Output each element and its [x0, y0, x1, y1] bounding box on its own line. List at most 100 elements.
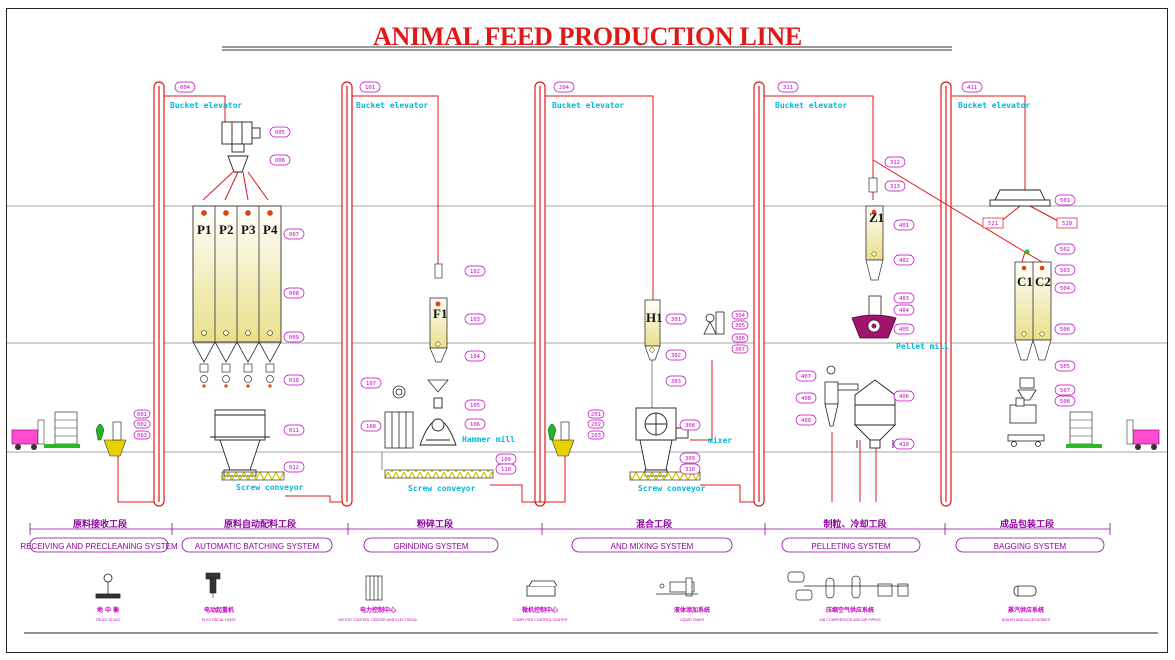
tag-507: 507 [1054, 384, 1076, 396]
utility-electrical-hoist: 电动起重机 ELECTRICAL HOIST [202, 606, 237, 622]
svg-text:BAGGING SYSTEM: BAGGING SYSTEM [994, 542, 1067, 551]
tag-307: 307 [731, 344, 749, 354]
batching-bins: P1 P2 P3 P4 [192, 205, 282, 388]
svg-text:BOILER AND ACCESSORIES: BOILER AND ACCESSORIES [1002, 618, 1051, 622]
tag-308: 308 [679, 419, 701, 431]
tag-409: 409 [795, 414, 817, 426]
label-screw-1: Screw conveyor [236, 483, 304, 492]
tag-108: 108 [360, 420, 382, 432]
tag-006: 006 [269, 154, 291, 166]
tag-003: 003 [133, 430, 151, 440]
label-hammer-mill: Hammer mill [462, 434, 515, 444]
pipes [117, 95, 1061, 503]
tag-301: 301 [665, 313, 687, 325]
svg-text:311: 311 [783, 85, 793, 91]
tag-520: 520 [1056, 217, 1078, 229]
mixer-machine [635, 407, 689, 477]
svg-text:粉碎工段: 粉碎工段 [417, 518, 454, 530]
bin-label-p1: P1 [197, 222, 211, 237]
svg-text:007: 007 [289, 232, 299, 238]
svg-text:409: 409 [801, 418, 811, 424]
label-elevator-5: Bucket elevator [958, 101, 1030, 110]
svg-text:Screw conveyor: Screw conveyor [638, 484, 706, 493]
tag-303: 303 [665, 375, 687, 387]
svg-text:503: 503 [1060, 268, 1070, 274]
svg-text:313: 313 [890, 184, 900, 190]
svg-text:408: 408 [801, 396, 811, 402]
svg-text:P4: P4 [263, 222, 278, 237]
elevator-5 [940, 81, 952, 507]
svg-text:505: 505 [1060, 364, 1070, 370]
tag-008: 008 [283, 287, 305, 299]
label-pellet-mill: Pellet mill [896, 341, 949, 351]
grinding-bin-f1: F1 [427, 263, 449, 393]
boiler-icon [1013, 585, 1037, 597]
svg-text:PELLETING SYSTEM: PELLETING SYSTEM [811, 542, 890, 551]
svg-text:LIQUID TANKS: LIQUID TANKS [680, 618, 705, 622]
svg-text:410: 410 [899, 442, 909, 448]
svg-text:Screw conveyor: Screw conveyor [236, 483, 304, 492]
svg-text:003: 003 [137, 433, 147, 439]
tag-503: 503 [1054, 264, 1076, 276]
tag-402: 402 [893, 254, 915, 266]
section-grinding: 粉碎工段 GRINDING SYSTEM [393, 518, 468, 551]
svg-text:GRINDING SYSTEM: GRINDING SYSTEM [393, 542, 468, 551]
liquid-tanks-icon [656, 577, 698, 597]
svg-text:mixer: mixer [708, 435, 732, 445]
tag-105: 105 [464, 399, 486, 411]
label-elevator-4: Bucket elevator [775, 101, 847, 110]
tag-508: 508 [1054, 395, 1076, 407]
svg-text:012: 012 [289, 465, 299, 471]
svg-text:501: 501 [1060, 198, 1070, 204]
svg-text:201: 201 [591, 412, 601, 418]
mcc-icon [365, 575, 383, 601]
tag-311: 311 [777, 81, 799, 93]
svg-text:506: 506 [1060, 327, 1070, 333]
tag-106: 106 [464, 418, 486, 430]
svg-text:Bucket elevator: Bucket elevator [958, 101, 1030, 110]
tag-504: 504 [1054, 282, 1076, 294]
svg-text:106: 106 [470, 422, 480, 428]
svg-text:MOTOR CONTROL CENTER AND ELECT: MOTOR CONTROL CENTER AND ELECTRICAL [338, 618, 417, 622]
svg-text:005: 005 [275, 130, 285, 136]
pellet-mill-machine [851, 295, 897, 339]
label-elevator-3: Bucket elevator [552, 101, 624, 110]
svg-text:地 中 衡: 地 中 衡 [97, 606, 119, 614]
tag-102: 102 [464, 265, 486, 277]
svg-text:Bucket elevator: Bucket elevator [356, 101, 428, 110]
label-screw-3: Screw conveyor [638, 484, 706, 493]
tag-104: 104 [464, 350, 486, 362]
svg-text:011: 011 [289, 428, 299, 434]
cyclone [824, 365, 859, 427]
tag-305: 305 [731, 320, 749, 330]
tag-410: 410 [893, 438, 915, 450]
pulse-filter [384, 385, 414, 449]
tag-103: 103 [464, 313, 486, 325]
svg-text:电动起重机: 电动起重机 [204, 606, 234, 614]
svg-text:原料接收工段: 原料接收工段 [73, 518, 128, 530]
svg-text:508: 508 [1060, 399, 1070, 405]
svg-text:102: 102 [470, 269, 480, 275]
tag-406: 406 [893, 390, 915, 402]
svg-text:ELECTRICAL HOIST: ELECTRICAL HOIST [202, 618, 237, 622]
svg-text:微机控制中心: 微机控制中心 [521, 606, 558, 614]
screw-conveyor-3 [629, 471, 701, 481]
tag-007: 007 [283, 228, 305, 240]
svg-text:507: 507 [1060, 388, 1070, 394]
svg-text:AND MIXING SYSTEM: AND MIXING SYSTEM [611, 542, 694, 551]
pellet-bin-z1: Z1 [865, 177, 884, 281]
tag-101: 101 [359, 81, 381, 93]
svg-text:502: 502 [1060, 247, 1070, 253]
svg-text:405: 405 [899, 327, 909, 333]
svg-text:520: 520 [1062, 221, 1072, 227]
svg-text:107: 107 [366, 381, 376, 387]
tag-204: 204 [553, 81, 575, 93]
bin-label-p2: P2 [219, 222, 233, 237]
